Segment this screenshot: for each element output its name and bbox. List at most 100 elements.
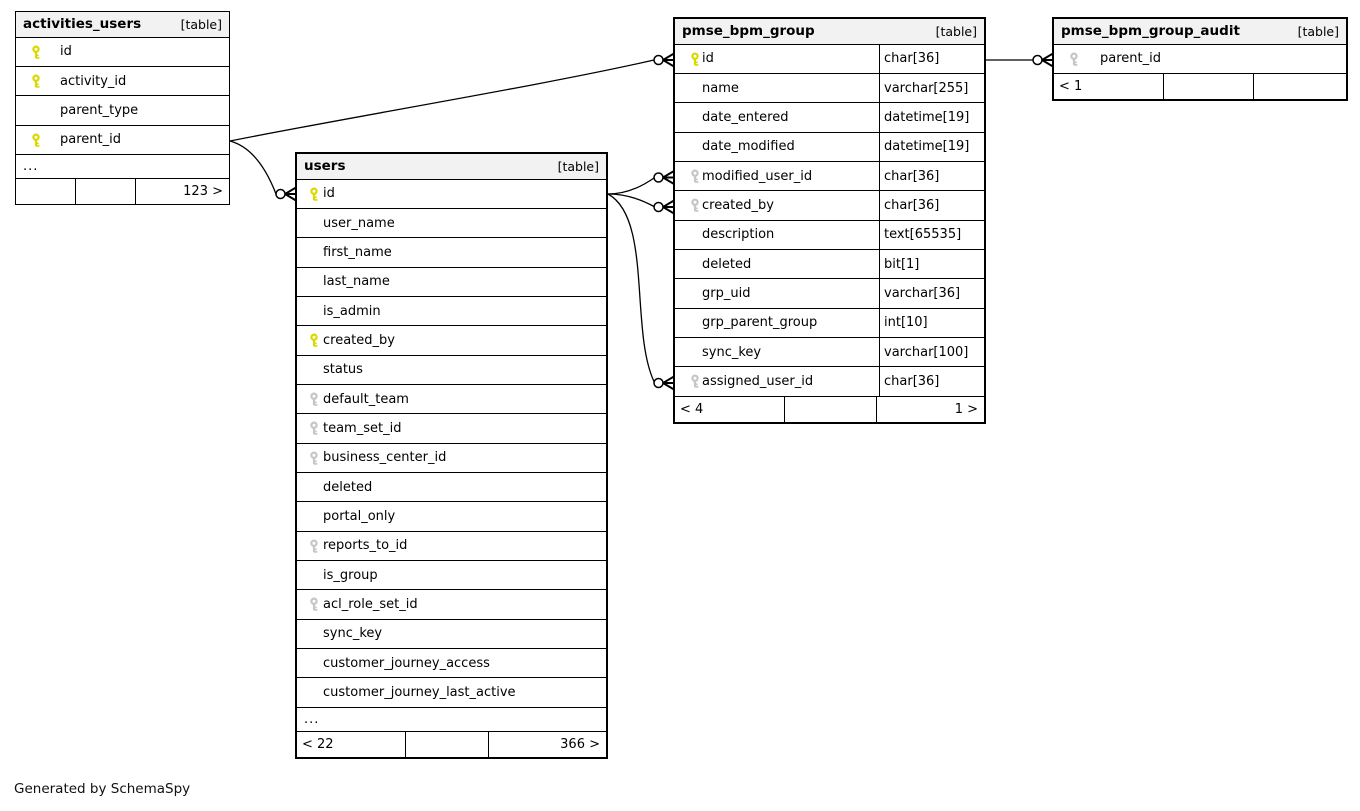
column-row-status[interactable]: status [297,356,606,385]
foreign-key-icon [307,421,321,436]
table-name[interactable]: users [304,158,346,175]
column-row-parent_id[interactable]: parent_id [16,126,229,155]
footer-related-left[interactable]: < 4 [680,401,704,417]
foreign-key-icon [688,169,702,183]
crowsfoot-icon [662,170,675,185]
column-name: date_modified [702,139,795,155]
footer-related-left[interactable]: < 1 [1059,79,1083,95]
footer-related-left[interactable] [16,179,75,205]
column-row-parent_type[interactable]: parent_type [16,96,229,126]
foreign-key-icon [307,539,321,553]
table-header[interactable]: users[table] [297,154,606,180]
column-row-id[interactable]: id [297,180,606,209]
table-footer: < 4 1 > [675,396,984,423]
column-row-sync_key[interactable]: sync_key [297,620,606,649]
ellipsis-label: ... [23,158,39,174]
table-footer: 123 > [16,178,229,205]
column-row-activity_id[interactable]: activity_id [16,67,229,97]
schemaspy-credit: Generated by SchemaSpy [14,781,191,797]
column-row-portal_only[interactable]: portal_only [297,502,606,532]
rel-activities_users-parent_id-to-users-id [229,140,297,202]
column-name: last_name [323,274,390,290]
column-row-is_group[interactable]: is_group [297,561,606,591]
column-row-acl_role_set_id[interactable]: acl_role_set_id [297,590,606,620]
table-name[interactable]: activities_users [23,16,142,33]
column-row-deleted[interactable]: deleted [297,473,606,503]
column-name: id [60,44,72,60]
column-row-grp_uid[interactable]: grp_uid varchar[36] [675,279,984,309]
column-row-customer_journey_access[interactable]: customer_journey_access [297,649,606,679]
table-name[interactable]: pmse_bpm_group [682,23,815,40]
table-header[interactable]: pmse_bpm_group_audit[table] [1054,19,1346,45]
column-name: activity_id [60,73,127,89]
column-name: is_group [323,567,378,583]
column-row-last_name[interactable]: last_name [297,268,606,297]
footer-related-right[interactable]: 1 > [876,396,984,423]
column-row-reports_to_id[interactable]: reports_to_id [297,532,606,561]
table-header[interactable]: pmse_bpm_group[table] [675,19,984,45]
zero-one-circle [1032,54,1043,66]
foreign-key-icon [688,198,702,213]
column-row-business_center_id[interactable]: business_center_id [297,444,606,473]
column-row-id[interactable]: id [16,38,229,67]
column-name: status [323,362,363,378]
column-row-user_name[interactable]: user_name [297,209,606,239]
column-name: grp_parent_group [702,315,818,331]
crowsfoot-icon [1041,52,1054,68]
column-name: name [702,80,739,96]
rel-users-id-to-pmse_bpm_group-modified_user_id [607,170,675,195]
footer-related-right[interactable] [1253,73,1346,100]
column-type: char[36] [879,44,984,73]
footer-middle-cell [1163,73,1253,100]
column-row-default_team[interactable]: default_team [297,385,606,415]
column-name: sync_key [702,344,762,360]
column-name: parent_id [1100,51,1161,67]
primary-key-icon [29,45,43,59]
footer-related-left[interactable]: < 22 [302,736,334,752]
rel-pmse_bpm_group-id-to-pmse_bpm_group_audit-parent_id [986,52,1054,68]
column-name: sync_key [323,626,383,642]
table-name[interactable]: pmse_bpm_group_audit [1061,23,1240,40]
footer-related-right[interactable]: 123 > [135,178,229,205]
column-name: grp_uid [702,285,751,301]
column-row-first_name[interactable]: first_name [297,238,606,268]
column-type: varchar[36] [879,279,984,308]
table-header[interactable]: activities_users[table] [16,12,229,38]
column-type: char[36] [879,161,984,191]
column-name: business_center_id [323,450,447,466]
column-name: customer_journey_access [323,655,490,671]
column-row-is_admin[interactable]: is_admin [297,297,606,327]
column-name: deleted [702,256,752,272]
column-row-customer_journey_last_active[interactable]: customer_journey_last_active [297,678,606,708]
table-pmse_bpm_group_audit: pmse_bpm_group_audit[table] parent_id < 1 [1052,17,1348,102]
column-row-team_set_id[interactable]: team_set_id [297,414,606,444]
table-footer: < 1 [1054,73,1346,100]
column-name: reports_to_id [323,538,408,554]
rel-users-id-to-pmse_bpm_group-created_by [607,193,675,215]
column-type: char[36] [879,367,984,396]
column-name: deleted [323,479,373,495]
column-type: datetime[19] [879,103,984,132]
zero-one-circle [275,188,286,200]
column-row-created_by[interactable]: created_by [297,326,606,356]
column-name: description [702,227,775,243]
footer-related-right[interactable]: 366 > [488,731,606,758]
footer-middle-cell [75,178,135,205]
column-row-parent_id[interactable]: parent_id [1054,45,1346,74]
